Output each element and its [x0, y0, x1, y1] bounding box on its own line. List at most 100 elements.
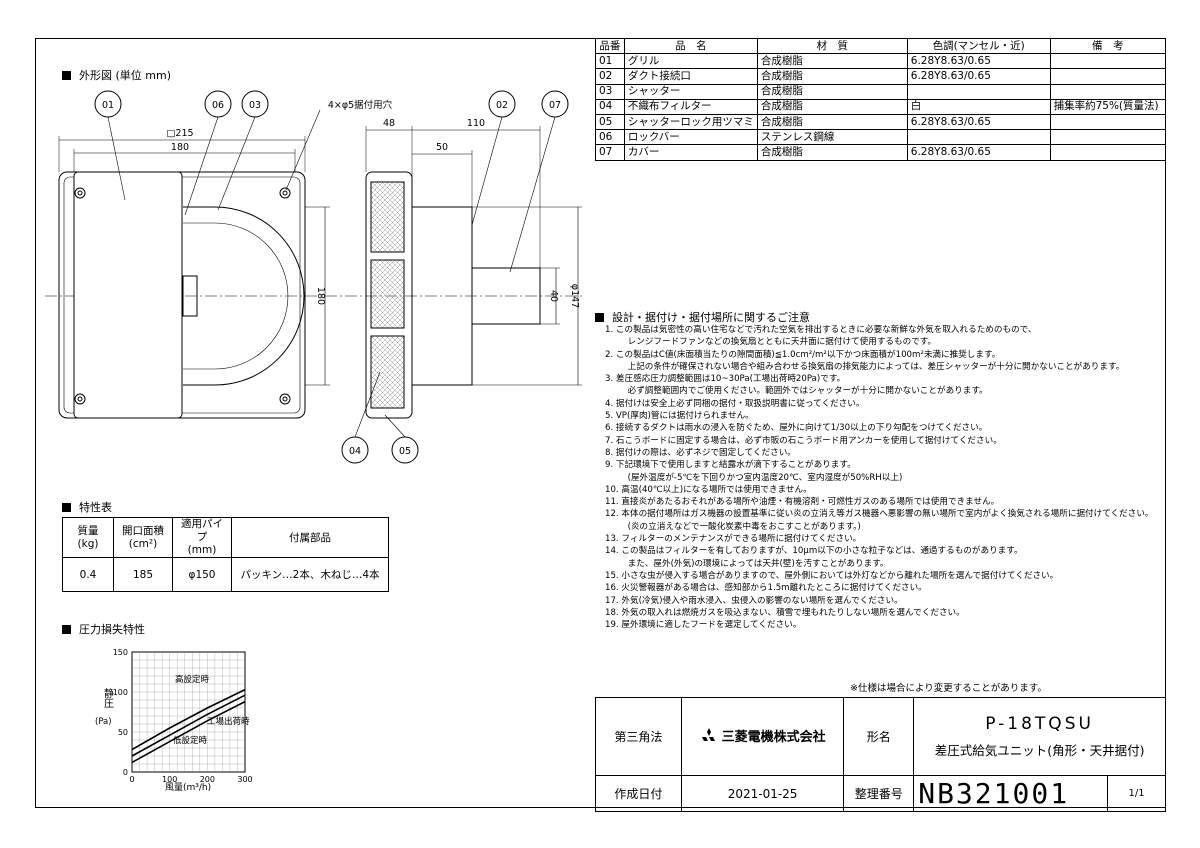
- y-tick-label: 0: [123, 768, 128, 777]
- part-name: ダクト接続口: [623, 68, 758, 85]
- number-label: 整理番号: [843, 775, 915, 812]
- header-material: 材 質: [756, 37, 908, 55]
- part-name: シャッター: [623, 83, 758, 100]
- note-line: レンジフードファンなどの換気扇とともに天井面に据付けて使用するものです。: [619, 337, 937, 348]
- y-axis-label: 静圧: [102, 687, 114, 709]
- note-line: 6. 接続するダクトは雨水の浸入を防ぐため、屋外に向けて1/30以上の下り勾配を…: [605, 423, 988, 434]
- company-cell: 三菱電機株式会社: [680, 697, 845, 776]
- part-name: シャッターロック用ツマミ: [623, 113, 758, 131]
- spec-change-note: ※仕様は場合により変更することがあります。: [850, 683, 1047, 694]
- part-material: 合成樹脂: [756, 83, 908, 100]
- curve-label-low: 低設定時: [173, 735, 208, 746]
- callout-01-label: 01: [102, 100, 114, 111]
- note-line: 3. 差圧感応圧力調整範囲は10~30Pa(工場出荷時20Pa)です。: [605, 374, 846, 385]
- plot-area: [131, 651, 246, 773]
- note-line: 4. 据付けは安全上必ず同梱の据付・取扱説明書に従ってください。: [605, 398, 865, 409]
- callout-03-label: 03: [249, 100, 261, 111]
- part-remark: [1049, 129, 1167, 146]
- spec-header-row: 質量 (kg) 開口面積 (cm²) 適用パイプ (mm) 付属部品: [62, 517, 389, 558]
- drawing-number: NB321001: [913, 775, 1109, 812]
- part-remark: 捕集率約75%(質量法): [1049, 98, 1167, 115]
- part-material: 合成樹脂: [756, 144, 908, 161]
- dim-40: 40: [548, 290, 559, 302]
- dim-110: 110: [467, 118, 485, 129]
- callout-07-label: 07: [549, 100, 561, 111]
- screw-hole: [74, 187, 86, 199]
- note-line: 13. フィルターのメンテナンスができる場所に据付けてください。: [605, 534, 862, 545]
- spec-header-accessories: 付属部品: [231, 517, 389, 558]
- part-name: 不織布フィルター: [623, 98, 758, 115]
- note-line: 2. この製品はC値(床面積当たりの隙間面積)≦1.0cm²/m²以下かつ床面積…: [605, 349, 1001, 360]
- model-cell: P-18TQSU 差圧式給気ユニット(角形・天井据付): [913, 697, 1166, 776]
- y-tick-label: 150: [113, 648, 128, 657]
- note-line: 7. 石こうボードに固定する場合は、必ず市販の石こうボード用アンカーを使用して据…: [605, 435, 1002, 446]
- header-name: 品 名: [623, 37, 758, 55]
- curve-label-factory: 工場出荷時: [207, 716, 250, 727]
- mitsubishi-logo-icon: [700, 728, 718, 747]
- note-line: (屋外温度が-5℃を下回りかつ室内温度20℃、室内湿度が50%RH以上): [619, 472, 903, 483]
- page-number: 1/1: [1107, 775, 1166, 812]
- header-color: 色調(マンセル・近): [906, 37, 1051, 55]
- note-line: 15. 小さな虫が侵入する場合がありますので、屋外側においては外灯などから離れた…: [605, 570, 1059, 581]
- part-color: 6.28Y8.63/0.65: [906, 68, 1051, 85]
- part-color: 6.28Y8.63/0.65: [906, 113, 1051, 131]
- x-axis-label: 風量(m³/h): [165, 782, 211, 793]
- part-material: 合成樹脂: [756, 98, 908, 115]
- callout-06-label: 06: [212, 100, 224, 111]
- spec-mass: 0.4: [62, 557, 114, 592]
- spec-pipe: φ150: [172, 557, 232, 592]
- note-line: 1. この製品は気密性の高い住宅などで汚れた空気を排出するときに必要な新鮮な外気…: [605, 325, 1037, 335]
- spec-accessories: パッキン…2本、木ねじ…4本: [231, 557, 389, 592]
- dim-50: 50: [436, 142, 448, 153]
- part-remark: [1049, 144, 1167, 161]
- callout-02-label: 02: [496, 100, 508, 111]
- model-label: 形名: [843, 697, 915, 776]
- note-line: 10. 高温(40℃以上)になる場所では使用できません。: [605, 484, 812, 495]
- series-line-2: [131, 700, 246, 764]
- spec-area: 185: [113, 557, 173, 592]
- part-color: [906, 129, 1051, 146]
- part-remark: [1049, 68, 1167, 85]
- dim-215: □215: [166, 128, 193, 139]
- spec-value-row: 0.4 185 φ150 パッキン…2本、木ねじ…4本: [62, 557, 389, 592]
- projection-method: 第三角法: [595, 697, 682, 776]
- x-tick-label: 200: [200, 775, 215, 784]
- dim-180-vertical: 180: [315, 287, 326, 305]
- part-color: [906, 83, 1051, 100]
- hole-note: 4×φ5据付用穴: [328, 99, 393, 111]
- note-line: 11. 直接炎があたるおそれがある場所や油煙・有機溶剤・可燃性ガスのある場所では…: [605, 497, 1000, 508]
- y-axis-unit: (Pa): [95, 717, 112, 727]
- filter-mesh: [370, 181, 405, 253]
- company-name: 三菱電機株式会社: [721, 730, 826, 745]
- part-remark: [1049, 53, 1167, 70]
- duct-connector: [471, 267, 541, 325]
- notes-section-title: 設計・据付け・据付場所に関するご注意: [595, 309, 810, 325]
- part-material: ステンレス鋼線: [756, 129, 908, 146]
- y-tick-label: 100: [113, 688, 128, 697]
- product-name: 差圧式給気ユニット(角形・天井据付): [934, 743, 1145, 758]
- screw-hole: [74, 393, 86, 405]
- x-tick-label: 100: [162, 775, 177, 784]
- spec-header-area: 開口面積 (cm²): [113, 517, 173, 558]
- part-name: カバー: [623, 144, 758, 161]
- date-value: 2021-01-25: [680, 775, 845, 812]
- part-material: 合成樹脂: [756, 113, 908, 131]
- outline-section-title: 外形図 (単位 mm): [62, 67, 171, 83]
- note-line: (炎の立消えなどで一酸化炭素中毒をおこすことがあります。): [619, 521, 861, 532]
- note-line: 上記の条件が確保されない場合や組み合わせる換気扇の排気能力によっては、差圧シャッ…: [619, 361, 1125, 372]
- x-tick-label: 300: [237, 775, 252, 784]
- note-line: 5. VP(厚肉)管には据付けられません。: [605, 411, 754, 422]
- screw-hole: [279, 187, 291, 199]
- spec-header-mass: 質量 (kg): [62, 517, 114, 558]
- part-material: 合成樹脂: [756, 68, 908, 85]
- callout-04-label: 04: [349, 446, 361, 457]
- note-line: 9. 下記環境下で使用しますと結露水が滴下することがあります。: [605, 460, 856, 471]
- note-line: また、屋外(外気)の環境によっては天井(壁)を汚すことがあります。: [619, 558, 889, 569]
